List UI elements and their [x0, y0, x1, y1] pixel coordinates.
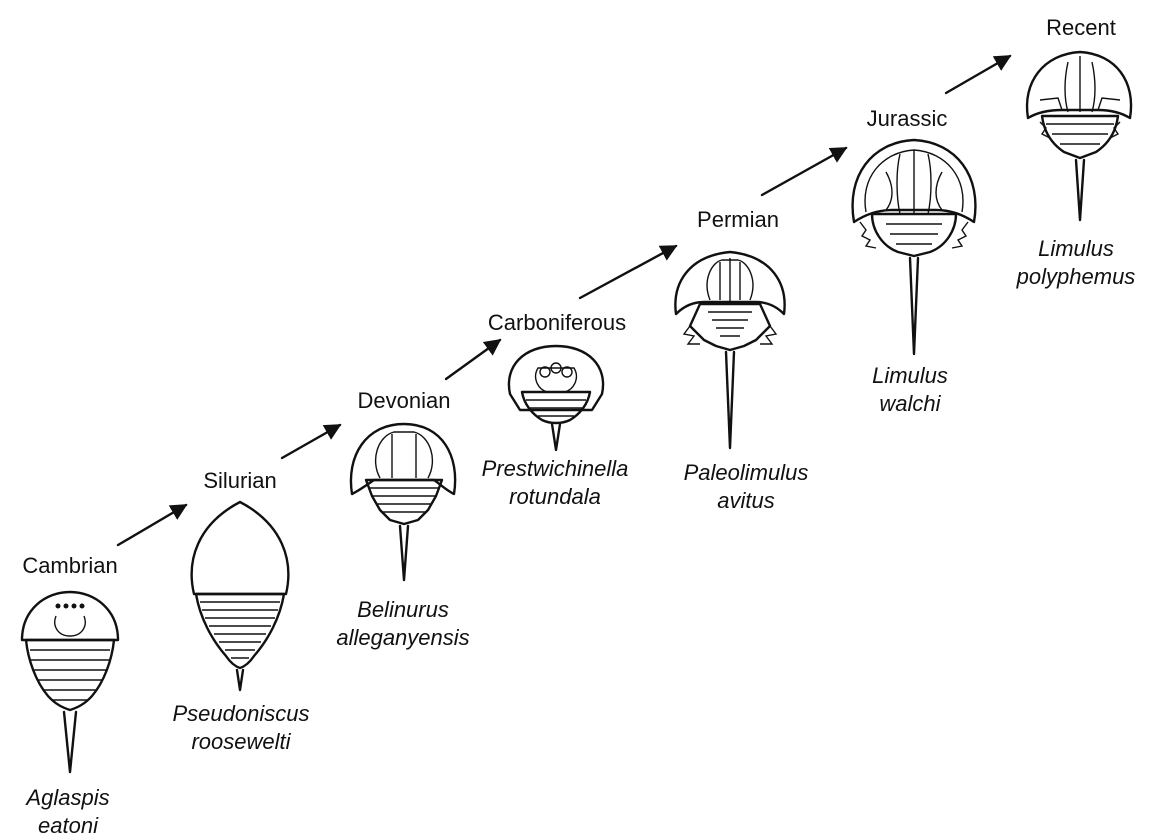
arrow-icon	[762, 148, 846, 195]
arrow-icon	[446, 340, 500, 379]
paleolimulus-avitus-drawing	[675, 252, 784, 448]
arrow-icon	[946, 56, 1010, 93]
limulus-walchi-drawing	[853, 140, 976, 354]
aglaspis-eatoni-drawing	[22, 592, 118, 772]
arrow-icon	[118, 505, 186, 545]
belinurus-alleganyensis-drawing	[351, 424, 455, 580]
arrow-icon	[580, 246, 676, 298]
pseudoniscus-roosewelti-drawing	[192, 502, 289, 690]
arrow-icon	[282, 425, 340, 458]
limulus-polyphemus-drawing	[1027, 52, 1131, 220]
prestwichinella-rotundala-drawing	[509, 346, 603, 450]
